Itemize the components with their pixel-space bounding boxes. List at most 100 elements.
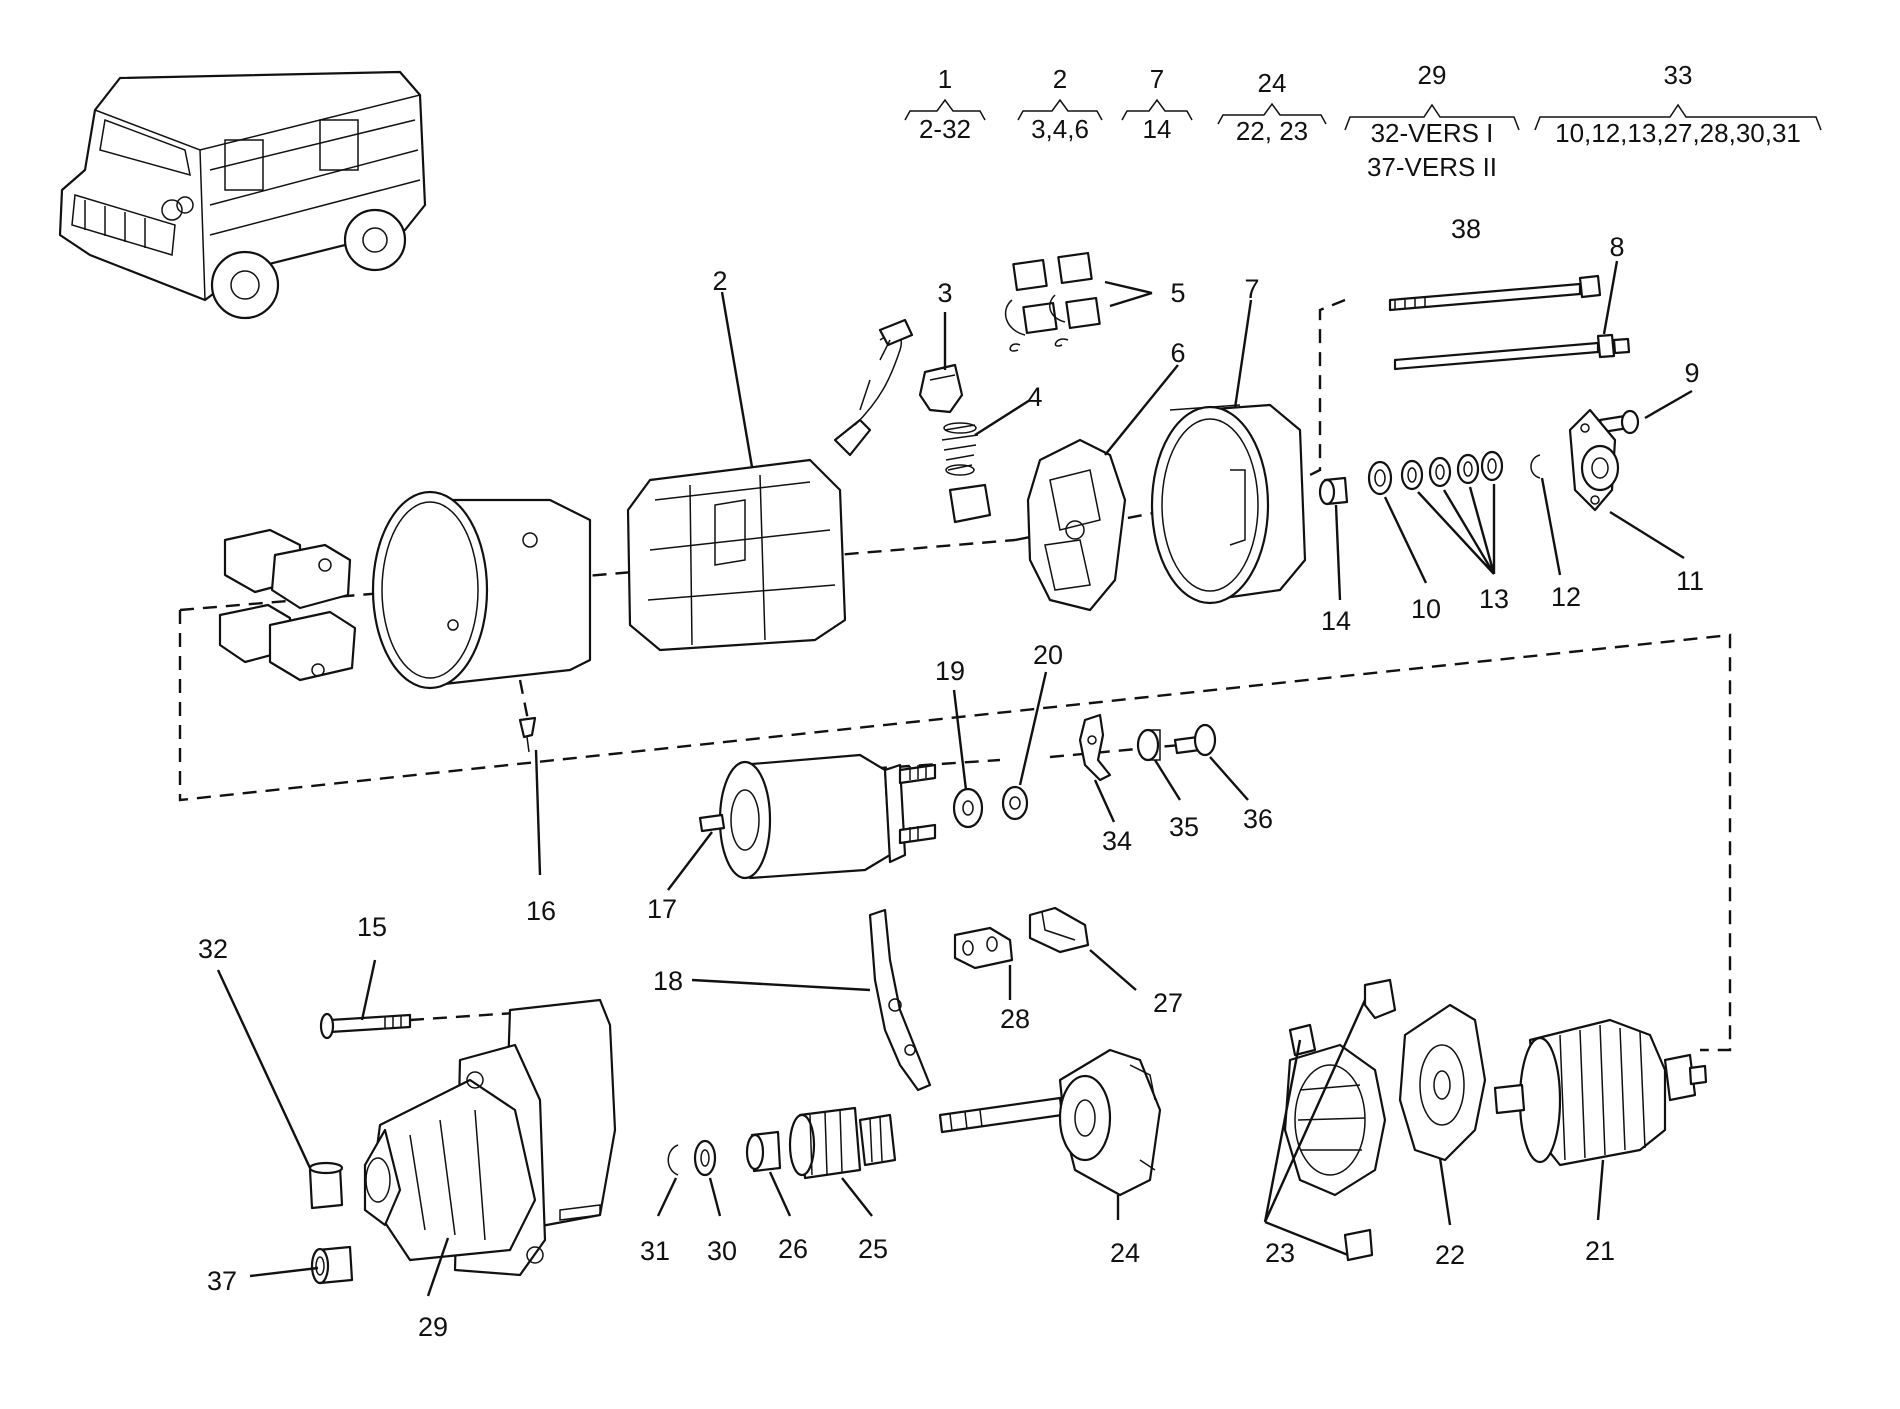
callout-32: 32 — [198, 934, 228, 964]
part-washers-13 — [1400, 450, 1504, 491]
vehicle-thumbnail — [58, 70, 427, 320]
part-shaft-gear-24 — [938, 1048, 1162, 1197]
part-brushes-5 — [1004, 251, 1101, 352]
part-screw-36 — [1173, 723, 1217, 757]
callout-22: 22 — [1435, 1240, 1465, 1270]
part-washer-19 — [952, 787, 984, 829]
callout-25: 25 — [858, 1234, 888, 1264]
group-item: 10,12,13,27,28,30,31 — [1555, 118, 1801, 148]
part-brush-plate-6 — [1026, 438, 1127, 612]
group-24: 24 22, 23 — [1217, 68, 1327, 146]
dashed-guide-rods — [1299, 298, 1346, 482]
group-head: 2 — [1053, 64, 1067, 94]
callout-3: 3 — [937, 278, 952, 308]
callout-4: 4 — [1027, 382, 1042, 412]
part-gear-carrier-23 — [1283, 978, 1397, 1262]
callout-8: 8 — [1609, 232, 1624, 262]
callout-34: 34 — [1102, 826, 1132, 856]
part-yoke-housing — [371, 490, 592, 753]
part-solenoid-17 — [698, 753, 937, 880]
callout-20: 20 — [1033, 640, 1063, 670]
group-item: 14 — [1143, 114, 1172, 144]
part-bolt-15 — [319, 1012, 412, 1040]
part-engaging-lever-18 — [868, 908, 932, 1092]
callout-24: 24 — [1110, 1238, 1140, 1268]
callout-36: 36 — [1243, 804, 1273, 834]
group-head: 29 — [1418, 60, 1447, 90]
callout-17: 17 — [647, 894, 677, 924]
part-pinion-25 — [788, 1106, 897, 1180]
part-brush-block — [948, 483, 992, 524]
part-bearing-flange-11 — [1568, 408, 1620, 512]
group-head: 33 — [1664, 60, 1693, 90]
callout-19: 19 — [935, 656, 965, 686]
part-field-coil-assembly — [626, 318, 914, 652]
part-bushing-14 — [1318, 476, 1349, 506]
callout-13: 13 — [1479, 584, 1509, 614]
group-head: 1 — [938, 64, 952, 94]
callout-9: 9 — [1684, 358, 1699, 388]
group-1: 1 2-32 — [904, 64, 986, 144]
part-spring-4 — [941, 422, 979, 476]
part-washer-35 — [1136, 728, 1161, 762]
callout-35: 35 — [1169, 812, 1199, 842]
part-stop-ring-30 — [693, 1139, 717, 1177]
callout-21: 21 — [1585, 1236, 1615, 1266]
callout-12: 12 — [1551, 582, 1581, 612]
group-2: 2 3,4,6 — [1017, 64, 1103, 144]
part-armature-21 — [1493, 1018, 1708, 1167]
part-through-bolt-38 — [1388, 274, 1602, 312]
callout-30: 30 — [707, 1236, 737, 1266]
part-needle-bearing-37 — [310, 1245, 354, 1285]
callout-16: 16 — [526, 896, 556, 926]
callout-10: 10 — [1411, 594, 1441, 624]
part-bushing-32 — [308, 1161, 344, 1210]
callout-28: 28 — [1000, 1004, 1030, 1034]
part-screw-9 — [1598, 409, 1640, 435]
callout-18: 18 — [653, 966, 683, 996]
group-head: 24 — [1258, 68, 1287, 98]
group-item: 2-32 — [919, 114, 971, 144]
group-29: 29 32-VERS I 37-VERS II — [1344, 60, 1520, 182]
part-spacer-28 — [953, 926, 1014, 970]
leader-lines — [216, 260, 1693, 1297]
callout-labels: 2 3 4 5 6 7 8 9 10 11 12 13 14 15 16 17 … — [198, 214, 1704, 1342]
part-nut-20 — [1001, 785, 1029, 821]
group-item: 3,4,6 — [1031, 114, 1089, 144]
group-item: 22, 23 — [1236, 116, 1308, 146]
callout-15: 15 — [357, 912, 387, 942]
part-bushing-26 — [745, 1130, 782, 1173]
callout-11: 11 — [1676, 566, 1704, 596]
part-circlip-31 — [667, 1144, 679, 1176]
part-washer-10 — [1367, 460, 1393, 496]
part-rubber-block-27 — [1028, 906, 1090, 954]
group-item: 37-VERS II — [1367, 152, 1497, 182]
group-33: 33 10,12,13,27,28,30,31 — [1534, 60, 1822, 148]
part-end-cover-7 — [1150, 403, 1307, 605]
group-7: 7 14 — [1121, 64, 1193, 144]
part-circlip-12 — [1530, 454, 1541, 479]
callout-26: 26 — [778, 1234, 808, 1264]
callout-6: 6 — [1170, 338, 1185, 368]
part-through-bolt-8 — [1393, 333, 1631, 371]
callout-7: 7 — [1244, 274, 1259, 304]
group-head: 7 — [1150, 64, 1164, 94]
callout-37: 37 — [207, 1266, 237, 1296]
callout-14: 14 — [1321, 606, 1351, 636]
group-item: 32-VERS I — [1371, 118, 1494, 148]
callout-23: 23 — [1265, 1238, 1295, 1268]
callout-27: 27 — [1153, 988, 1183, 1018]
callout-29: 29 — [418, 1312, 448, 1342]
part-brush-holder-3 — [918, 363, 964, 414]
callout-31: 31 — [640, 1236, 670, 1266]
callout-2: 2 — [712, 266, 727, 296]
group-legend: 1 2-32 2 3,4,6 7 14 24 22, 23 29 32-VERS… — [904, 60, 1822, 182]
part-bracket-34 — [1078, 713, 1112, 782]
callout-38: 38 — [1451, 214, 1481, 244]
part-drive-housing-29 — [363, 998, 617, 1277]
part-intermediate-plate-22 — [1398, 1003, 1487, 1162]
callout-5: 5 — [1170, 278, 1185, 308]
part-brush-set-left — [218, 528, 357, 682]
